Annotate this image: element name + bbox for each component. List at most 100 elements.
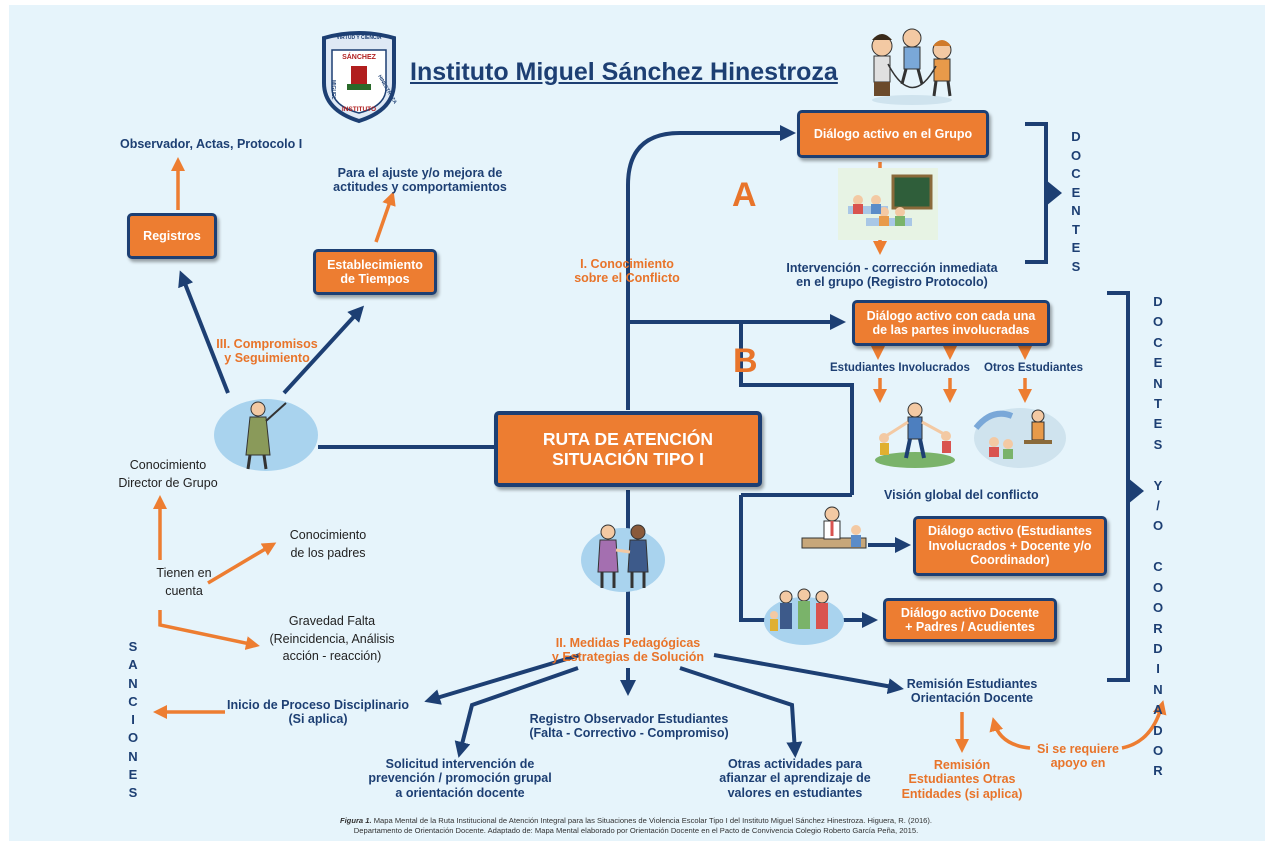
remision-orient-1: Remisión Estudiantes xyxy=(906,677,1038,691)
teacher-image xyxy=(214,399,318,471)
otras-1: Otras actividades para xyxy=(727,757,863,771)
conocimiento-padres-2: de los padres xyxy=(290,545,366,560)
solicitud-3: a orientación docente xyxy=(395,785,525,800)
line-to-dialogo-grupo xyxy=(626,125,796,410)
institute-logo: VIRTUD Y CIENCIA SÁNCHEZ MIGUEL HINESTRO… xyxy=(322,31,398,124)
dialogo-partes-label-1: Diálogo activo con cada una xyxy=(866,308,1036,323)
children-playing-image xyxy=(871,28,952,105)
logo-left: MIGUEL xyxy=(330,80,336,99)
line-b-branch xyxy=(739,322,854,495)
inicio-proceso-label: Inicio de Proceso Disciplinario (Si apli… xyxy=(218,698,418,727)
gravedad-2: (Reincidencia, Análisis xyxy=(269,631,395,646)
conocimiento-padres-1: Conocimiento xyxy=(289,528,367,542)
ajuste-2: actitudes y comportamientos xyxy=(333,180,507,195)
registro-obs-2: (Falta - Correctivo - Compromiso) xyxy=(529,726,729,741)
medidas-1: II. Medidas Pedagógicas xyxy=(555,636,701,650)
conocimiento-director-label: Conocimiento Director de Grupo xyxy=(108,457,228,492)
dialogo-grupo-box: Diálogo activo en el Grupo xyxy=(797,110,989,158)
intervencion-1: Intervención - corrección inmediata xyxy=(786,261,998,275)
medidas-label: II. Medidas Pedagógicas y Estrategias de… xyxy=(543,636,713,665)
dialogo-padres-label-2: + Padres / Acudientes xyxy=(905,620,1035,634)
letter-a: A xyxy=(732,176,757,214)
remision-otras-1: Remisión xyxy=(933,758,991,772)
ajuste-label: Para el ajuste y/o mejora de actitudes y… xyxy=(320,166,520,195)
logo-name: SÁNCHEZ xyxy=(342,52,377,61)
establecimiento-label-2: de Tiempos xyxy=(340,272,410,286)
compromisos-1: III. Compromisos xyxy=(216,337,318,351)
estudiantes-involucrados-label: Estudiantes Involucrados xyxy=(830,362,970,374)
remision-orientacion-label: Remisión Estudiantes Orientación Docente xyxy=(897,677,1047,706)
desk-meeting-image xyxy=(801,506,867,549)
compromisos-2: y Seguimiento xyxy=(224,351,310,366)
registros-box: Registros xyxy=(127,213,217,259)
vision-global-label: Visión global del conflicto xyxy=(884,488,1039,502)
handshake-image xyxy=(581,524,665,592)
central-title-2: SITUACIÓN TIPO I xyxy=(552,449,704,469)
si-requiere-1: Si se requiere xyxy=(1037,742,1119,756)
logo-motto: VIRTUD Y CIENCIA xyxy=(336,35,381,41)
figure-caption: Figura 1. Mapa Mental de la Ruta Institu… xyxy=(0,816,1272,836)
solicitud-2: prevención / promoción grupal xyxy=(368,771,552,786)
intervencion-label: Intervención - corrección inmediata en e… xyxy=(780,261,1004,290)
dialogo-padres-label-1: Diálogo activo Docente xyxy=(900,605,1040,620)
classroom-image xyxy=(838,168,938,240)
registro-observador-label: Registro Observador Estudiantes (Falta -… xyxy=(518,712,740,741)
conocimiento-director-2: Director de Grupo xyxy=(118,475,218,490)
otras-actividades-label: Otras actividades para afianzar el apren… xyxy=(690,757,900,800)
dialogo-grupo-label: Diálogo activo en el Grupo xyxy=(813,126,973,141)
central-box: RUTA DE ATENCIÓN SITUACIÓN TIPO I xyxy=(494,411,762,487)
registro-obs-1: Registro Observador Estudiantes xyxy=(529,712,729,726)
caption-label: Figura 1. xyxy=(339,816,372,825)
dialogo-est-label-2: Involucrados + Docente y/o xyxy=(928,538,1092,553)
tienen-cuenta-label: Tienen en cuenta xyxy=(144,565,224,600)
medidas-2: y Estrategias de Solución xyxy=(551,650,705,665)
registros-label: Registros xyxy=(143,228,201,243)
compromisos-label: III. Compromisos y Seguimiento xyxy=(212,337,322,366)
intervencion-2: en el grupo (Registro Protocolo) xyxy=(796,275,988,290)
otras-3: valores en estudiantes xyxy=(727,785,863,800)
solicitud-1: Solicitud intervención de xyxy=(385,757,535,771)
otros-estudiantes-label: Otros Estudiantes xyxy=(984,362,1084,374)
establecimiento-label-1: Establecimiento xyxy=(327,257,423,272)
students-involved-image xyxy=(875,402,955,468)
conocimiento-conflicto-1: I. Conocimiento xyxy=(580,257,674,271)
observador-label: Observador, Actas, Protocolo I xyxy=(120,137,303,151)
other-students-image xyxy=(973,408,1066,468)
si-requiere-label: Si se requiere apoyo en xyxy=(1028,742,1128,771)
caption-line2: Departamento de Orientación Docente. Ada… xyxy=(353,825,919,835)
conocimiento-conflicto-2: sobre el Conflicto xyxy=(574,271,680,286)
gravedad-3: acción - reacción) xyxy=(282,649,382,663)
tienen-2: cuenta xyxy=(165,583,203,598)
conocimiento-padres-label: Conocimiento de los padres xyxy=(278,527,378,562)
family-image xyxy=(764,588,844,645)
dialogo-est-label-1: Diálogo activo (Estudiantes xyxy=(928,524,1092,539)
letter-b: B xyxy=(733,342,758,380)
dialogo-padres-box: Diálogo activo Docente + Padres / Acudie… xyxy=(883,598,1057,642)
otras-2: afianzar el aprendizaje de xyxy=(719,771,871,786)
central-title-1: RUTA DE ATENCIÓN xyxy=(542,428,714,449)
ajuste-1: Para el ajuste y/o mejora de xyxy=(337,166,503,180)
remision-otras-3: Entidades (si aplica) xyxy=(901,786,1023,801)
gravedad-1: Gravedad Falta xyxy=(288,614,376,628)
caption-line1: Mapa Mental de la Ruta Institucional de … xyxy=(373,816,933,825)
conocimiento-conflicto-label: I. Conocimiento sobre el Conflicto xyxy=(562,257,692,286)
si-requiere-2: apoyo en xyxy=(1050,756,1106,771)
dialogo-est-label-3: Coordinador) xyxy=(970,553,1050,568)
tienen-1: Tienen en xyxy=(156,566,212,580)
remision-otras-label: Remisión Estudiantes Otras Entidades (si… xyxy=(900,758,1024,801)
conocimiento-director-1: Conocimiento xyxy=(129,458,207,472)
solicitud-label: Solicitud intervención de prevención / p… xyxy=(360,757,560,800)
dialogo-partes-label-2: de las partes involucradas xyxy=(872,323,1030,337)
gravedad-label: Gravedad Falta (Reincidencia, Análisis a… xyxy=(262,613,402,666)
remision-orient-2: Orientación Docente xyxy=(910,691,1034,706)
inicio-2: (Si aplica) xyxy=(288,712,348,727)
dialogo-estudiantes-box: Diálogo activo (Estudiantes Involucrados… xyxy=(913,516,1107,576)
establecimiento-box: Establecimiento de Tiempos xyxy=(313,249,437,295)
inicio-1: Inicio de Proceso Disciplinario xyxy=(227,698,409,712)
remision-otras-2: Estudiantes Otras xyxy=(908,772,1016,787)
page-title: Instituto Miguel Sánchez Hinestroza xyxy=(410,58,838,86)
